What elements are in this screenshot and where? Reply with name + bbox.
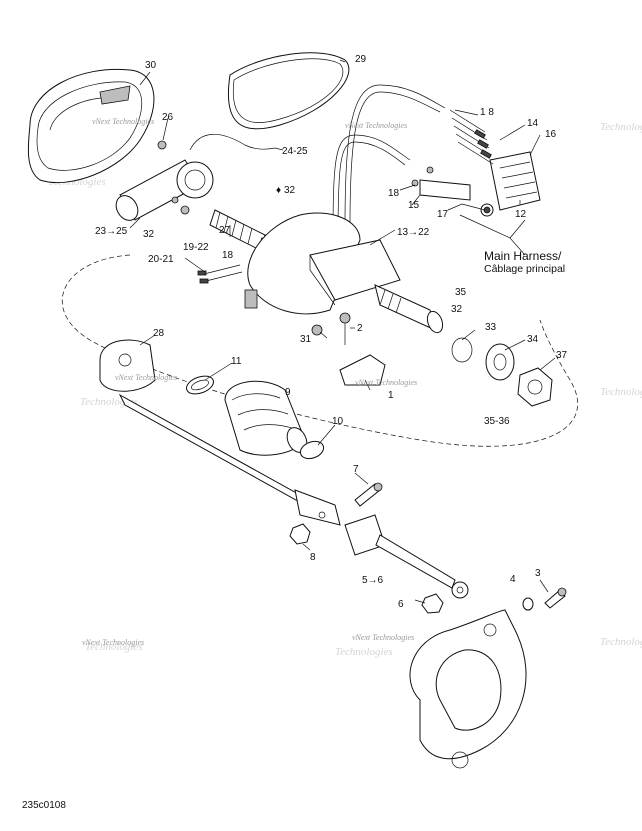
wire-24-25 [189,133,276,151]
part-13-housing [244,212,444,334]
cable-upper-b [349,91,441,226]
callout-17: 17 [437,209,449,220]
callout-20-21: 20-21 [148,254,174,265]
part-30-cover [27,68,155,184]
callout-1: 1 [388,390,394,401]
harness-line1: Main Harness/ [484,249,562,263]
part-37-nut [517,367,553,407]
callout-18c: 18 [222,250,234,261]
part-29-belt [228,52,350,130]
callout-32c: 32 [451,304,463,315]
part-8-nut [289,523,311,545]
callout-12: 12 [515,209,527,220]
callout-8: 8 [310,552,316,563]
assembly-dashed-loop [61,254,578,447]
watermark-faint: Technologies [600,636,642,648]
callout-11: 11 [231,356,242,367]
callout-35: 35 [455,287,467,298]
oil-drop-icon: ♦ [276,185,281,196]
cable-lower-b [337,141,406,241]
part-31-nut [311,324,323,336]
part-4-washer [522,597,534,611]
callout-16: 16 [545,129,557,140]
mounting-bracket [409,609,527,769]
part-1-bracket [339,354,386,386]
callout-35-36: 35-36 [484,416,510,427]
part-28-shaft [99,339,341,526]
part-23-motor [115,159,214,221]
callout-29: 29 [355,54,367,65]
part-26-nut [157,140,167,150]
callout-3: 3 [535,568,541,579]
watermark-faint: Technologies [335,646,393,658]
callout-34: 34 [527,334,539,345]
part-6-nut [421,593,444,614]
background-watermarks: Technologies Technologies Technologies T… [48,121,642,658]
harness-line2: Câblage principal [484,263,565,275]
callout-28: 28 [153,328,165,339]
callout-4: 4 [510,574,516,585]
watermark-faint: Technologies [600,121,642,133]
part-7-bolt [354,482,383,507]
part-33-oring [451,337,473,363]
callout-24-25: 24-25 [282,146,308,157]
part-5-tie-rod [344,514,469,599]
leader-lines [129,59,556,604]
part-17-grommets [480,203,494,217]
part-9-boot [224,380,308,456]
part-14-terminals [449,109,494,165]
part-16-connector [489,151,541,211]
callout-2: 2 [357,323,363,334]
callout-15: 15 [408,200,420,211]
cable-lower [332,134,411,241]
callout-32a: 32 [284,185,296,196]
callout-37: 37 [556,350,568,361]
part-10-clamp [299,440,325,460]
watermark: vNext Technologies [92,117,154,126]
callout-23-25: 23→25 [95,226,128,237]
callout-32b: 32 [143,229,155,240]
callout-14: 14 [527,118,539,129]
watermark: vNext Technologies [355,378,417,387]
callout-9: 9 [285,387,291,398]
callout-6: 6 [398,599,404,610]
callout-13-22: 13→22 [397,227,430,238]
callout-27: 27 [219,225,231,236]
watermark-faint: Technologies [85,641,143,653]
callout-30: 30 [145,60,157,71]
cable-upper [344,84,446,226]
callout-31: 31 [300,334,312,345]
part-20-21-terminals [197,264,243,284]
watermark: vNext Technologies [115,373,177,382]
callout-5-6: 5→6 [362,575,384,586]
callout-18b: 18 [388,188,400,199]
part-3-bolt [544,587,567,609]
part-15-connector [411,166,471,201]
part-2-screw [339,312,351,345]
part-34-washer [485,343,515,381]
figure-code: 235c0108 [22,800,66,811]
callout-26: 26 [162,112,174,123]
callout-7: 7 [353,464,359,475]
callout-18a: 1 8 [480,107,494,118]
part-11-clamp [186,375,214,395]
callout-10: 10 [332,416,344,427]
callout-19-22: 19-22 [183,242,209,253]
watermark: vNext Technologies [352,633,414,642]
watermark: vNext Technologies [345,121,407,130]
watermark-faint: Technologies [600,386,642,398]
callout-33: 33 [485,322,497,333]
watermark: vNext Technologies [82,638,144,647]
